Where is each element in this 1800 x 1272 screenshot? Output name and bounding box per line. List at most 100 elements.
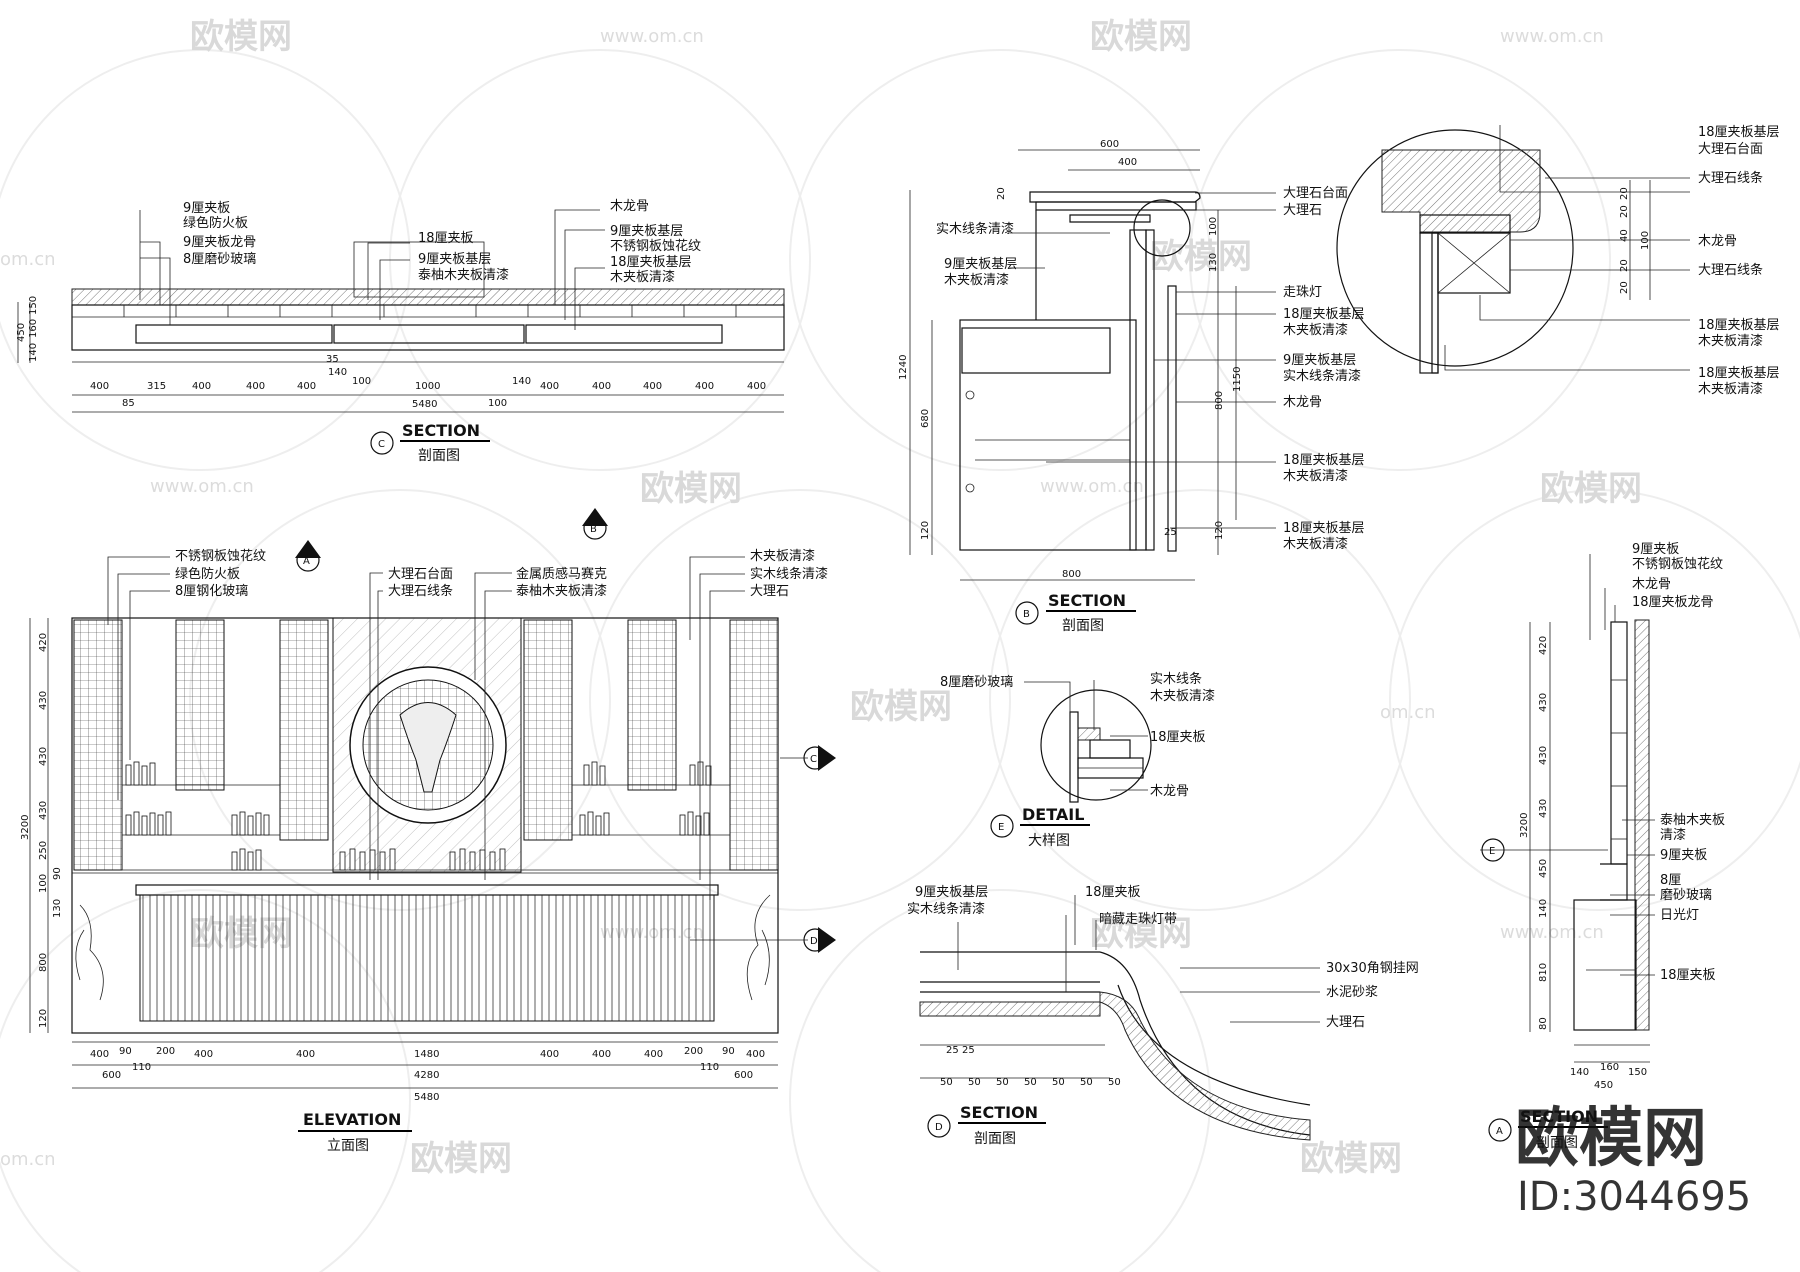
dim-label: 400 (246, 381, 265, 392)
label: 磨砂玻璃 (1660, 888, 1712, 903)
label: 18厘夹板基层 (1698, 366, 1780, 381)
brand-logo-text: 欧模网 (1515, 1102, 1707, 1176)
dim-label: 3200 (20, 815, 31, 840)
dim-label: 100 (38, 874, 49, 893)
dim-label: 400 (695, 381, 714, 392)
dim-label: 20 (1619, 205, 1630, 218)
dim-label: 400 (194, 1049, 213, 1060)
dim-label: 140 (1538, 899, 1549, 918)
watermark-brand: 欧模网 (410, 1139, 512, 1179)
dim-label: 25 (946, 1045, 959, 1056)
dim-label: 400 (747, 381, 766, 392)
label: 木夹板清漆 (1283, 322, 1348, 338)
section-b-drawing (909, 149, 1237, 625)
dim-label: 400 (90, 1049, 109, 1060)
section-d-drawing (919, 915, 1311, 1141)
section-subtitle: 剖面图 (418, 448, 460, 464)
pattern-panel (175, 619, 225, 791)
dim-label: 1240 (898, 355, 909, 380)
label: 水泥砂浆 (1326, 985, 1378, 1000)
dim-label: 150 (1628, 1067, 1647, 1078)
section-a-labels: 9厘夹板 不锈钢板蚀花纹 木龙骨 18厘夹板龙骨 泰柚木夹板 清漆 9厘夹板 8… (1489, 542, 1725, 1151)
label: 9厘夹板龙骨 (183, 235, 256, 250)
section-c-leaders (139, 209, 605, 330)
label: 大理石 (750, 584, 789, 599)
dim-label: 400 (297, 381, 316, 392)
dim-label: 430 (38, 747, 49, 766)
label: 30x30角钢挂网 (1326, 961, 1419, 976)
section-c-labels: 9厘夹板 绿色防火板 9厘夹板龙骨 8厘磨砂玻璃 18厘夹板 9厘夹板基层 泰柚… (183, 199, 701, 285)
label: 实木线条清漆 (750, 566, 828, 582)
dim-label: 120 (38, 1009, 49, 1028)
dim-label: 450 (1538, 859, 1549, 878)
label: 绿色防火板 (183, 215, 248, 231)
dim-label: 400 (540, 381, 559, 392)
label: 18厘夹板 (1085, 885, 1141, 900)
label: 木龙骨 (1632, 577, 1671, 592)
dim-label: 400 (643, 381, 662, 392)
watermark-url: om.cn (0, 1149, 56, 1170)
label: 泰柚木夹板清漆 (418, 267, 509, 283)
dim-label: 430 (1538, 799, 1549, 818)
dim-label: 120 (920, 521, 931, 540)
elevation-leaders (107, 556, 745, 900)
section-d-leaders (957, 895, 1320, 1023)
detail-circle-labels: 18厘夹板基层 大理石台面 大理石线条 木龙骨 大理石线条 18厘夹板基层 木夹… (1619, 125, 1780, 397)
dim-label: 400 (746, 1049, 765, 1060)
dim-label: 430 (38, 691, 49, 710)
watermark-brand: 欧模网 (1150, 237, 1252, 277)
detail-e-labels: 8厘磨砂玻璃 实木线条 木夹板清漆 18厘夹板 木龙骨 E DETAIL 大样图 (940, 671, 1215, 849)
dim-label: 20 (1619, 281, 1630, 294)
dim-label: 400 (296, 1049, 315, 1060)
section-d-labels: 9厘夹板基层 实木线条清漆 18厘夹板 暗藏走珠灯带 30x30角钢挂网 水泥砂… (907, 885, 1419, 1147)
elevation-title-text: ELEVATION (303, 1110, 401, 1129)
label: 18厘夹板基层 (1698, 318, 1780, 333)
label: 9厘夹板 (1632, 542, 1679, 557)
label: 实木线条 (1150, 671, 1202, 687)
label: 泰柚木夹板 (1660, 813, 1725, 828)
section-a-leaders (1589, 554, 1655, 976)
watermark-url: www.om.cn (1040, 476, 1144, 497)
label: 大理石台面 (1698, 142, 1763, 157)
section-marker: D (810, 936, 818, 947)
label: 18厘夹板 (418, 231, 474, 246)
detail-subtitle: 大样图 (1028, 833, 1070, 849)
pattern-panel (73, 619, 123, 871)
dim-label: 800 (1214, 391, 1225, 410)
label: 木夹板清漆 (944, 272, 1009, 288)
label: 暗藏走珠灯带 (1099, 912, 1177, 927)
label: 木龙骨 (1698, 234, 1737, 249)
dim-label: 600 (734, 1070, 753, 1081)
elevation-subtitle: 立面图 (327, 1138, 369, 1154)
dim-label: 4280 (414, 1070, 439, 1081)
dim-label: 35 (326, 354, 339, 365)
sculpture (399, 702, 457, 793)
label: 实木线条清漆 (936, 221, 1014, 237)
elevation-markers: A B C D (295, 508, 836, 953)
dim-label: 450 (1594, 1080, 1613, 1091)
dim-label: 800 (38, 953, 49, 972)
section-marker: D (935, 1122, 943, 1133)
section-title: SECTION (1520, 1107, 1598, 1126)
dim-label: 5480 (414, 1092, 439, 1103)
dim-label: 140 (1570, 1067, 1589, 1078)
label: 木夹板清漆 (1698, 333, 1763, 349)
section-marker: E (998, 822, 1004, 833)
label: 绿色防火板 (175, 566, 240, 582)
dim-label: 800 (1062, 569, 1081, 580)
label: 9厘夹板 (1660, 848, 1707, 863)
dim-label: 20 (1619, 187, 1630, 200)
section-c-drawing (17, 241, 785, 455)
label: 实木线条清漆 (907, 901, 985, 917)
detail-e-drawing (990, 689, 1152, 838)
dim-label: 200 (156, 1046, 175, 1057)
pattern-panel (523, 619, 573, 841)
detail-e-leaders (1024, 680, 1148, 791)
dim-label: 600 (1100, 139, 1119, 150)
label: 18厘夹板基层 (1283, 307, 1365, 322)
dim-label: 430 (1538, 746, 1549, 765)
dim-label: 810 (1538, 963, 1549, 982)
watermark-url: om.cn (1380, 702, 1436, 723)
dim-label: 450 (16, 323, 27, 342)
label: 木龙骨 (1283, 395, 1322, 410)
